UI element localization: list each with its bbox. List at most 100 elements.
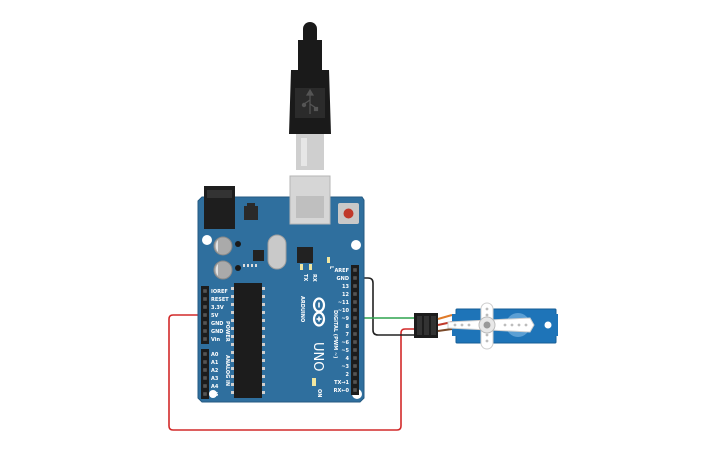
reset-button-cap[interactable]: [343, 208, 354, 219]
pin-label: ~11: [338, 300, 350, 306]
horn-hole: [453, 323, 457, 327]
chip-pin: [231, 343, 234, 346]
arduino-logo-icon: [312, 297, 326, 327]
chip-pin: [231, 335, 234, 338]
wire-gnd-black[interactable]: [355, 277, 414, 336]
pin-socket-6[interactable]: [353, 340, 357, 344]
mounting-hole: [351, 240, 361, 250]
digital-header-title: DIGITAL (PWM ~): [332, 310, 338, 358]
pin-label: RX←0: [334, 388, 350, 394]
pin-socket-gnd[interactable]: [353, 276, 357, 280]
pin-socket-5v[interactable]: [203, 313, 207, 317]
servo-connector[interactable]: [414, 313, 453, 338]
wires[interactable]: [168, 277, 414, 431]
horn-hole: [460, 323, 464, 327]
pin-socket-2[interactable]: [353, 372, 357, 376]
pin-label: RESET: [211, 297, 229, 303]
servo-lead-signal: [437, 314, 453, 320]
pin-socket-a1[interactable]: [203, 360, 207, 364]
pin-label: AREF: [334, 268, 349, 274]
capacitor-stripe: [215, 264, 218, 276]
servo-shaft-screw: [483, 321, 491, 329]
pin-socket-a4[interactable]: [203, 384, 207, 388]
pin-socket-11[interactable]: [353, 300, 357, 304]
chip-pin: [231, 359, 234, 362]
pin-socket-ioref[interactable]: [203, 289, 207, 293]
pin-socket-a2[interactable]: [203, 368, 207, 372]
wire-5v-red[interactable]: [168, 314, 414, 431]
pin-socket-aref[interactable]: [353, 268, 357, 272]
led-label-tx: TX: [302, 274, 308, 281]
pin-label: ~10: [338, 308, 350, 314]
arduino-board[interactable]: TX RX L ARDUINO UNO ON POWER ANALOG IN D…: [197, 175, 365, 403]
dc-jack-top: [207, 190, 232, 198]
pin-socket-gnd[interactable]: [203, 329, 207, 333]
pin-socket-reset[interactable]: [203, 297, 207, 301]
chip-pin: [231, 391, 234, 394]
pin-socket-12[interactable]: [353, 292, 357, 296]
pin-label: ~6: [341, 340, 349, 346]
usb-cable[interactable]: [289, 22, 331, 170]
chip-pin: [262, 351, 265, 354]
horn-hole: [510, 323, 514, 327]
horn-hole: [503, 323, 507, 327]
servo-motor[interactable]: [447, 302, 558, 350]
pin-socket-13[interactable]: [353, 284, 357, 288]
pin-label: ~3: [341, 364, 349, 370]
pin-socket-a3[interactable]: [203, 376, 207, 380]
servo-horn-holes: [453, 307, 528, 343]
pin-socket-7[interactable]: [353, 332, 357, 336]
pin-socket-a5[interactable]: [203, 392, 207, 396]
chip-pin: [231, 311, 234, 314]
pin-label: 5V: [211, 313, 218, 319]
on-label: ON: [316, 389, 322, 397]
chip-pin: [262, 367, 265, 370]
pin-label: 3.3V: [211, 305, 224, 311]
pin-label: 13: [342, 284, 349, 290]
pin-socket-3-3v[interactable]: [203, 305, 207, 309]
pin-socket-vin[interactable]: [203, 337, 207, 341]
chip-pin: [231, 295, 234, 298]
tx-led: [300, 264, 303, 270]
pin-socket-rx-0[interactable]: [353, 388, 357, 392]
pin-label: 12: [342, 292, 349, 298]
pin-label: 7: [346, 332, 350, 338]
power-header-title: POWER: [224, 321, 230, 342]
chip-pin: [262, 343, 265, 346]
small-component: [235, 241, 241, 247]
capacitor: [213, 260, 233, 280]
pin-socket-8[interactable]: [353, 324, 357, 328]
atmega-microcontroller: [234, 283, 262, 398]
l-led: [327, 257, 330, 263]
capacitor-stripe: [215, 240, 218, 252]
mounting-hole: [202, 235, 212, 245]
board-brand: ARDUINO: [299, 296, 305, 322]
pin-socket-5[interactable]: [353, 348, 357, 352]
led-label-rx: RX: [311, 274, 317, 282]
pin-label: TX→1: [334, 380, 349, 386]
analog-header-title: ANALOG IN: [224, 355, 230, 386]
voltage-regulator: [244, 206, 258, 220]
pin-socket-tx-1[interactable]: [353, 380, 357, 384]
pin-socket-9[interactable]: [353, 316, 357, 320]
pin-socket-3[interactable]: [353, 364, 357, 368]
rx-led: [309, 264, 312, 270]
pin-socket-4[interactable]: [353, 356, 357, 360]
horn-hole: [467, 323, 471, 327]
chip-pin: [262, 295, 265, 298]
pin-label: 2: [346, 372, 350, 378]
pin-label: A0: [211, 352, 219, 358]
horn-hole: [485, 307, 489, 311]
chip-pin: [231, 287, 234, 290]
pin-socket-a0[interactable]: [203, 352, 207, 356]
pin-header-housing: [201, 349, 209, 399]
chip-pin: [262, 359, 265, 362]
pin-socket-gnd[interactable]: [203, 321, 207, 325]
chip-pin: [262, 287, 265, 290]
pin-socket-10[interactable]: [353, 308, 357, 312]
